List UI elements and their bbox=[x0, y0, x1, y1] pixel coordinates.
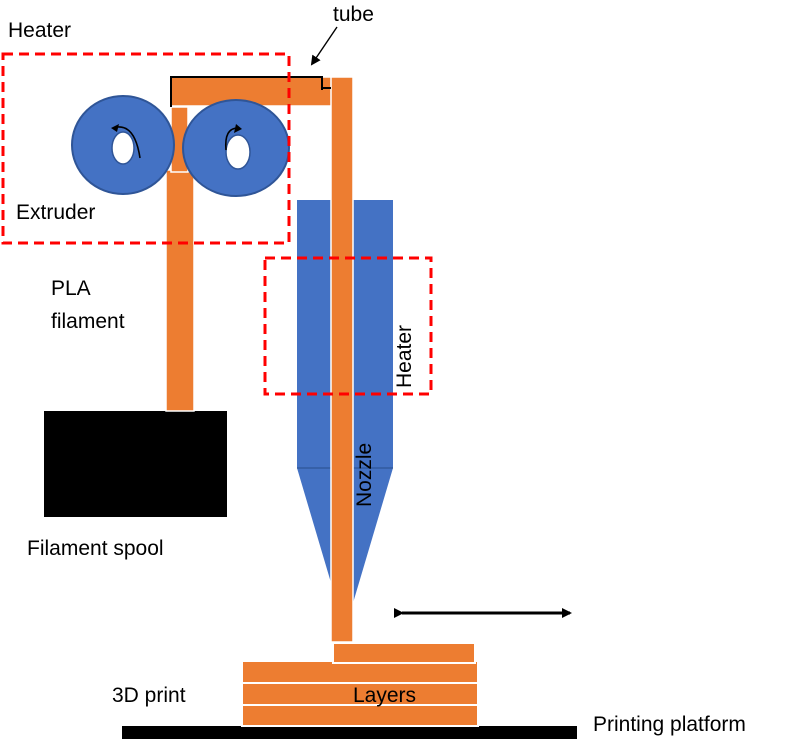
top-layer bbox=[332, 642, 476, 664]
heater-side-label: Heater bbox=[393, 325, 416, 388]
filament-label: filament bbox=[51, 310, 125, 333]
heater-top-label: Heater bbox=[8, 19, 71, 42]
layer bbox=[241, 704, 479, 727]
filament-spool-label: Filament spool bbox=[27, 537, 164, 560]
3d-print-label: 3D print bbox=[112, 684, 186, 707]
extruder-gear-left-icon bbox=[71, 95, 175, 195]
printed-layers bbox=[241, 642, 479, 727]
tube-down-segment bbox=[330, 76, 354, 643]
heater-box-extruder bbox=[1, 52, 291, 245]
tube-label: tube bbox=[333, 3, 374, 26]
tube-top-bend bbox=[170, 76, 354, 107]
layers-label: Layers bbox=[353, 684, 416, 707]
nozzle-label: Nozzle bbox=[353, 443, 376, 507]
tube-pointer-arrow bbox=[310, 26, 338, 66]
filament-spool-block bbox=[44, 411, 227, 517]
extruder-gear-right-icon bbox=[182, 99, 290, 197]
layer bbox=[241, 660, 479, 684]
pla-filament-strand bbox=[165, 169, 195, 412]
pla-label: PLA bbox=[51, 277, 91, 300]
printing-platform-bar bbox=[122, 726, 577, 739]
tube-outline bbox=[170, 76, 323, 107]
heater-box-nozzle bbox=[263, 256, 433, 396]
printing-platform-label: Printing platform bbox=[593, 713, 746, 736]
extruder-label: Extruder bbox=[16, 201, 95, 224]
